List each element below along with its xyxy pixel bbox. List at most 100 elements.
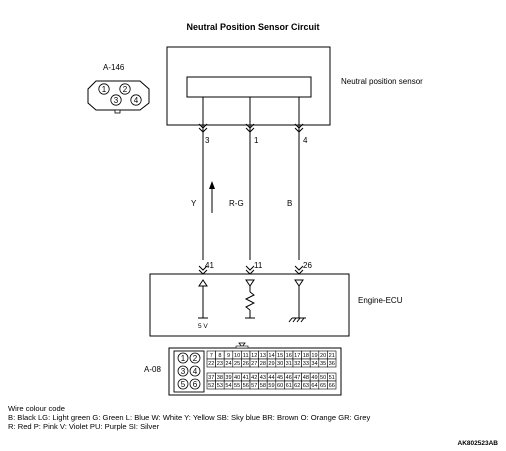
legend-line-1: B: Black LG: Light green G: Green L: Blu… [8, 413, 370, 422]
ecu-pin-label: 41 [205, 261, 214, 270]
connector-a08-pin: 15 [277, 353, 283, 359]
connector-a146-pin-cell [110, 94, 122, 106]
connector-a08-pin: 16 [286, 353, 292, 359]
connector-a08-pin: 19 [311, 353, 317, 359]
connector-a08-pin: 57 [251, 383, 257, 389]
connector-a08-pin: 54 [225, 383, 231, 389]
connector-a08-pin: 3 [181, 367, 186, 376]
connector-a08-pin: 21 [329, 353, 335, 359]
neutral-position-sensor: Neutral position sensor [166, 46, 423, 126]
connector-a146-pin: 3 [114, 96, 119, 105]
connector-a146-pin: 1 [102, 85, 107, 94]
connector-a08-pin: 20 [320, 353, 326, 359]
ground-icon [288, 279, 306, 323]
connector-a08-pin: 34 [311, 361, 317, 367]
connector-a08-pin: 25 [234, 361, 240, 367]
connector-a08-pin: 29 [268, 361, 274, 367]
wire-color-code: B [287, 199, 292, 208]
connector-a08-pin: 12 [251, 353, 257, 359]
connector-a08-pin: 23 [217, 361, 223, 367]
connector-a08-pin-cell [177, 378, 189, 390]
signal-direction-arrow [209, 181, 215, 213]
connector-a08-pin: 6 [193, 380, 198, 389]
sensor-pin-label: 3 [205, 136, 210, 145]
connector-a08-pin: 53 [217, 383, 223, 389]
connector-a08-pin: 32 [294, 361, 300, 367]
connector-a08-pin: 50 [320, 375, 326, 381]
connector-a08-left-block [173, 350, 205, 393]
connector-a08-pin: 56 [243, 383, 249, 389]
connector-a08-pin: 62 [294, 383, 300, 389]
legend-heading: Wire colour code [8, 404, 65, 413]
connector-a08-pin-cell [189, 365, 201, 377]
sensor-element [186, 76, 312, 98]
sensor-pin-label: 4 [303, 136, 308, 145]
connector-a08-pin: 4 [193, 367, 198, 376]
connector-a08-pin-cell [177, 365, 189, 377]
connector-a08-pin: 65 [320, 383, 326, 389]
connector-a08-pin: 39 [225, 375, 231, 381]
connector-a08-pin: 51 [329, 375, 335, 381]
connector-a08-label: A-08 [144, 365, 161, 374]
connector-a08-pin: 18 [303, 353, 309, 359]
figure-id: AK802523AB [458, 440, 499, 447]
connector-a08-pin: 44 [268, 375, 274, 381]
connector-a08-pin: 8 [218, 353, 221, 359]
connector-a08-pin: 35 [320, 361, 326, 367]
connector-a08-pin: 45 [277, 375, 283, 381]
supply-circuit [198, 279, 208, 319]
connector-a08-pin: 13 [260, 353, 266, 359]
terminal-marker [294, 127, 304, 133]
connector-a08-pin: 64 [311, 383, 317, 389]
connector-a08-pin: 61 [286, 383, 292, 389]
connector-a08-pin: 9 [227, 353, 230, 359]
connector-a08-pin: 48 [303, 375, 309, 381]
connector-a146-pin-cell [98, 83, 110, 95]
wire-color-code: R-G [229, 199, 244, 208]
connector-a08-pin: 30 [277, 361, 283, 367]
connector-a08-pin-cell [189, 352, 201, 364]
sensor-pin-label: 1 [254, 136, 259, 145]
terminal-marker [294, 123, 304, 129]
connector-a08-pin: 22 [208, 361, 214, 367]
connector-a08-pin: 17 [294, 353, 300, 359]
connector-a146-label: A-146 [103, 63, 125, 72]
terminal-marker [198, 265, 208, 271]
connector-a08-pin: 58 [260, 383, 266, 389]
connector-a08-pin: 49 [311, 375, 317, 381]
connector-a08-pin: 31 [286, 361, 292, 367]
connector-a08-pin: 36 [329, 361, 335, 367]
ecu-pin-label: 26 [303, 261, 312, 270]
connector-a08-pin: 7 [210, 353, 213, 359]
connector-a08-pin: 42 [251, 375, 257, 381]
connector-a08-pin: 10 [234, 353, 240, 359]
diagram-title: Neutral Position Sensor Circuit [186, 22, 319, 32]
connector-a146-pin-cell [130, 94, 142, 106]
connector-a08-pin-cell [327, 380, 337, 390]
connector-a146-pin: 4 [134, 96, 139, 105]
connector-a08-pin: 46 [286, 375, 292, 381]
connector-a08-pin: 52 [208, 383, 214, 389]
resistor-icon [244, 279, 256, 319]
ecu-pin-label: 11 [254, 261, 263, 270]
connector-a08-pin: 63 [303, 383, 309, 389]
connector-a08-pin: 38 [217, 375, 223, 381]
connector-a08-pin: 43 [260, 375, 266, 381]
connector-a08-pin: 37 [208, 375, 214, 381]
terminal-marker [245, 127, 255, 133]
wire-colour-legend: Wire colour code B: Black LG: Light gree… [8, 404, 370, 431]
supply-voltage-label: 5 V [198, 323, 208, 330]
legend-line-2: R: Red P: Pink V: Violet PU: Purple SI: … [8, 422, 160, 431]
connector-a08-pin: 55 [234, 383, 240, 389]
connector-a08-pin: 14 [268, 353, 274, 359]
terminal-marker [245, 265, 255, 271]
connector-a08-pin: 5 [181, 380, 186, 389]
connector-a08-pin: 27 [251, 361, 257, 367]
connector-a08-pin: 28 [260, 361, 266, 367]
sensor-label: Neutral position sensor [341, 77, 423, 86]
wire-color-code: Y [191, 199, 197, 208]
